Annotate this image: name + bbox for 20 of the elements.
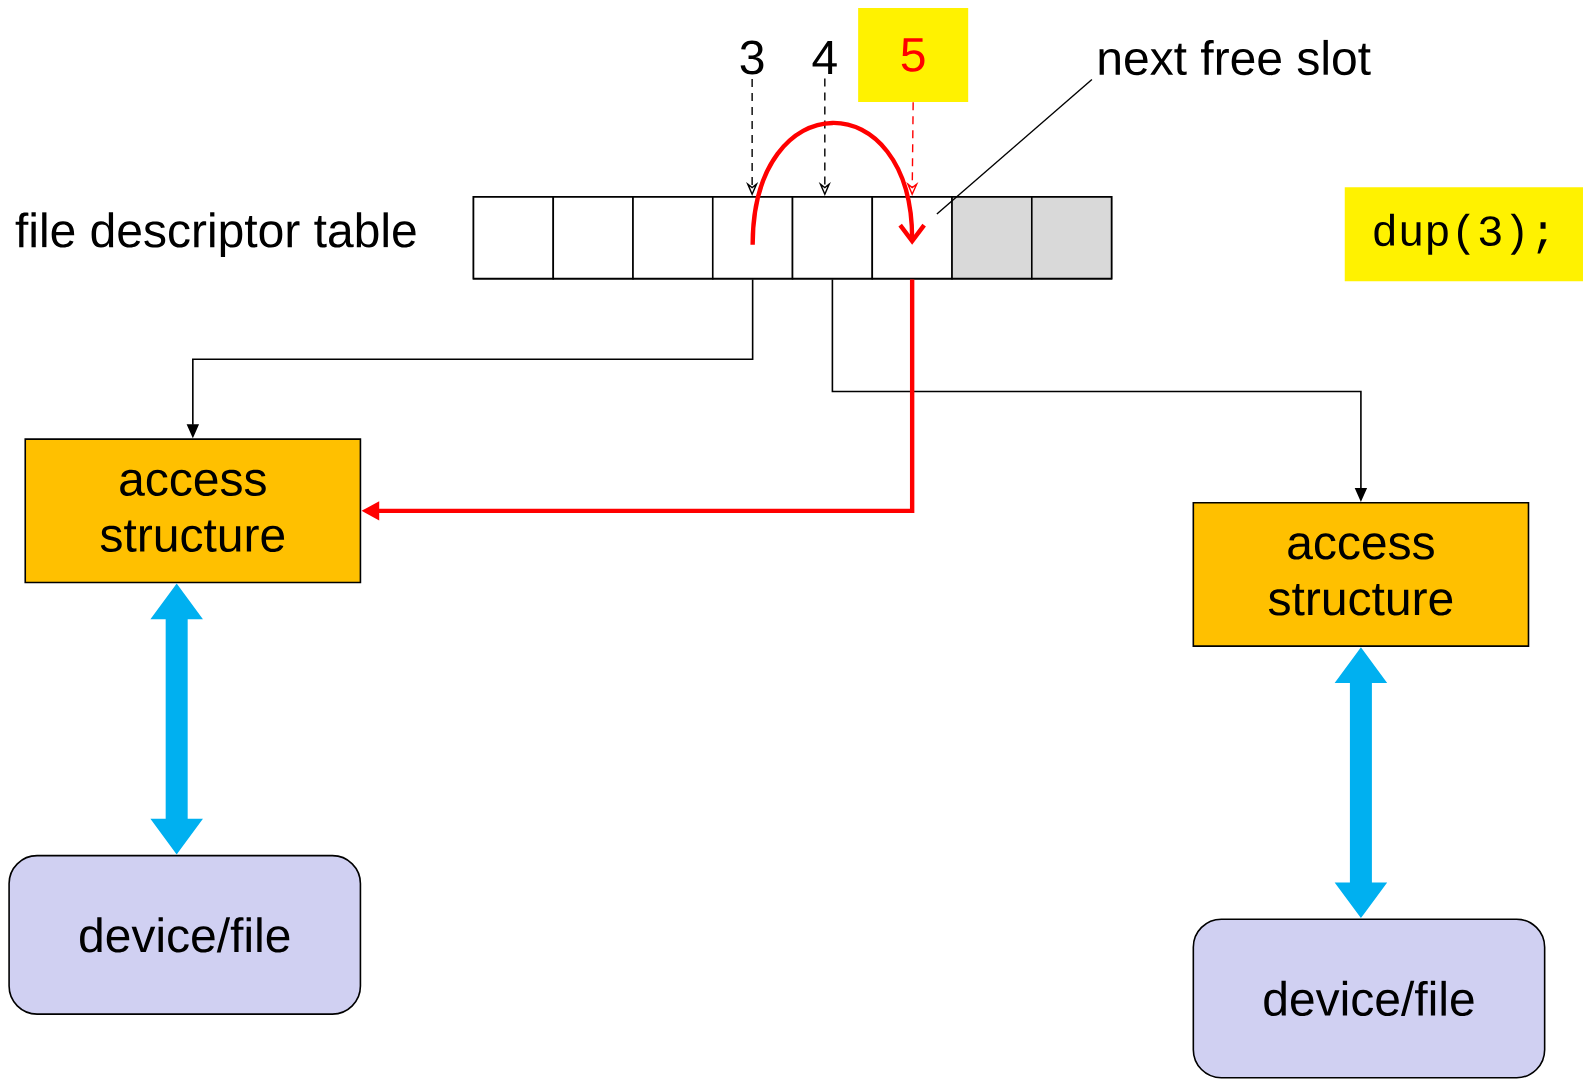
curved-arrow xyxy=(750,120,926,245)
device-box: device/file xyxy=(8,854,362,1015)
code-box: dup(3); xyxy=(1344,187,1583,282)
table-cell xyxy=(472,195,555,280)
access-box: access structure xyxy=(24,438,362,584)
table-cell xyxy=(791,195,874,280)
table-cell xyxy=(951,195,1033,280)
table-cell xyxy=(711,195,794,280)
table-label: file descriptor table xyxy=(15,212,416,257)
slot-number: 4 xyxy=(812,40,837,74)
highlighted-slot-number: 5 xyxy=(858,7,969,102)
device-box: device/file xyxy=(1192,918,1546,1079)
leader-line xyxy=(936,78,1093,215)
table-cell xyxy=(552,195,634,280)
table-cell xyxy=(1031,195,1113,280)
annotation-text: next free slot xyxy=(1099,39,1371,76)
table-cell xyxy=(632,195,714,280)
slot-number: 3 xyxy=(740,40,764,75)
table-cell xyxy=(871,195,953,280)
access-box: access structure xyxy=(1192,501,1530,647)
